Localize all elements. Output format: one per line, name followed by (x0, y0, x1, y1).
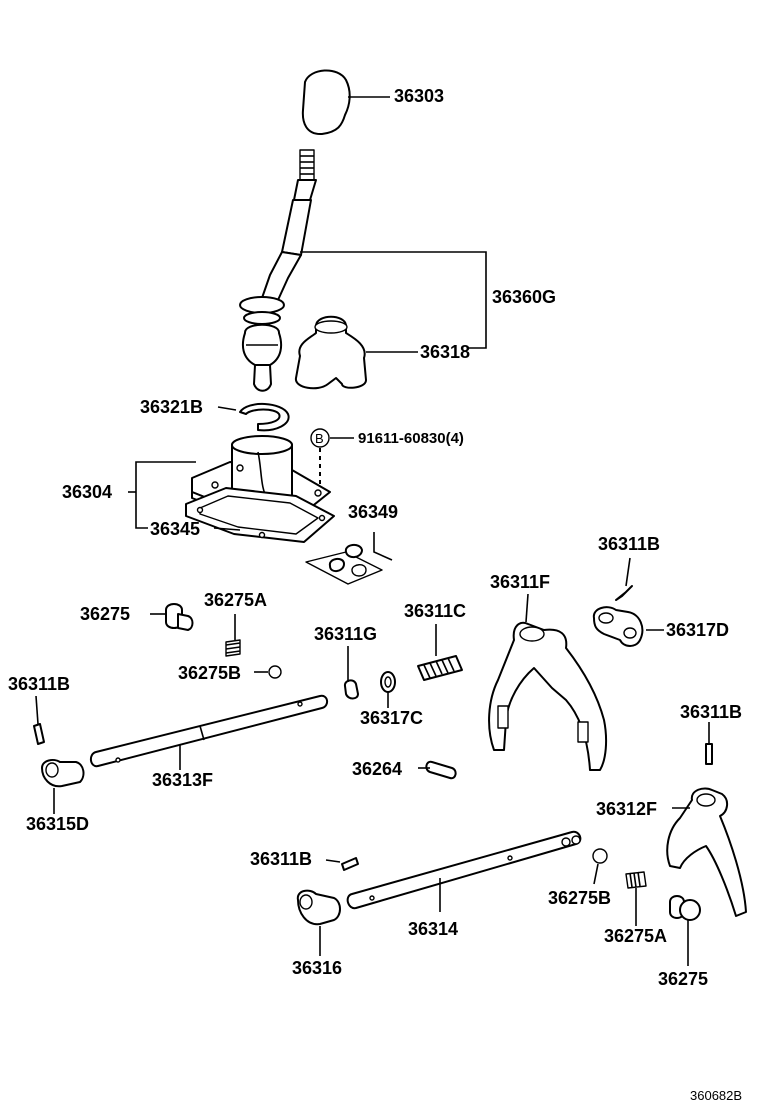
plug-36275-right[interactable] (669, 895, 701, 966)
shift-knob[interactable] (301, 69, 390, 136)
label-36275B-left[interactable]: 36275B (178, 663, 241, 683)
label-36311C[interactable]: 36311C (404, 601, 466, 621)
label-36311F[interactable]: 36311F (490, 572, 550, 592)
label-36275A-right[interactable]: 36275A (604, 926, 667, 946)
slotted-pin-right[interactable] (705, 722, 713, 765)
label-36360G[interactable]: 36360G (492, 287, 556, 307)
spring-36275A-right[interactable] (625, 871, 647, 926)
label-36275-left[interactable]: 36275 (80, 604, 130, 624)
label-36349[interactable]: 36349 (348, 502, 398, 522)
spring-36311C[interactable] (417, 624, 463, 681)
label-36317D[interactable]: 36317D (666, 620, 729, 640)
ball-36275B-right[interactable] (592, 848, 608, 885)
label-36314[interactable]: 36314 (408, 919, 458, 939)
shift-fork-36312F[interactable] (666, 787, 747, 917)
label-36315D[interactable]: 36315D (26, 814, 89, 834)
shift-shaft-36313F[interactable] (90, 694, 328, 770)
slotted-pin-mid[interactable] (325, 857, 359, 871)
shift-boot[interactable] (295, 315, 418, 390)
plug-36275-left[interactable] (150, 603, 194, 631)
label-36316[interactable]: 36316 (292, 958, 342, 978)
slotted-pin-top[interactable] (615, 557, 633, 601)
shift-shaft-36314[interactable] (346, 830, 582, 912)
bolt-callout (310, 428, 354, 490)
label-36275-right[interactable]: 36275 (658, 969, 708, 989)
label-36318[interactable]: 36318 (420, 342, 470, 362)
snap-ring[interactable] (217, 403, 290, 432)
shift-head-36316[interactable] (296, 889, 341, 956)
ball-36275B-left[interactable] (254, 665, 282, 679)
label-36313F[interactable]: 36313F (152, 770, 213, 790)
spring-36275A-left[interactable] (225, 614, 241, 657)
label-36275A-left[interactable]: 36275A (204, 590, 267, 610)
label-36312F[interactable]: 36312F (596, 799, 657, 819)
label-bolt-callout: B (315, 431, 324, 446)
pin-36311G[interactable] (343, 646, 359, 700)
label-36321B[interactable]: 36321B (140, 397, 203, 417)
label-36275B-right[interactable]: 36275B (548, 888, 611, 908)
label-36317C[interactable]: 36317C (360, 708, 423, 728)
label-36311G[interactable]: 36311G (314, 624, 377, 644)
label-36311B-mid[interactable]: 36311B (250, 849, 312, 869)
return-spring[interactable] (305, 532, 393, 585)
label-36345[interactable]: 36345 (150, 519, 200, 539)
shift-head-36317D[interactable] (592, 606, 664, 647)
label-36304[interactable]: 36304 (62, 482, 112, 502)
label-36311B-right[interactable]: 36311B (680, 702, 742, 722)
slotted-pin-left[interactable] (33, 695, 45, 745)
label-36264[interactable]: 36264 (352, 759, 402, 779)
label-36303[interactable]: 36303 (394, 86, 444, 106)
label-36311B-left[interactable]: 36311B (8, 674, 70, 694)
pin-36264[interactable] (418, 760, 457, 780)
shift-fork-36311F[interactable] (488, 593, 608, 771)
shift-head-36315D[interactable] (41, 759, 85, 814)
washer-36317C[interactable] (380, 671, 396, 708)
label-36311B-top[interactable]: 36311B (598, 534, 660, 554)
housing-gasket[interactable] (135, 487, 335, 543)
drawing-code: 360682B (690, 1088, 742, 1103)
shift-lever[interactable] (239, 149, 487, 392)
part-labels: 36303 36360G 36318 36321B B 91611-60830(… (8, 86, 742, 1103)
label-bolt-part[interactable]: 91611-60830(4) (358, 430, 464, 447)
